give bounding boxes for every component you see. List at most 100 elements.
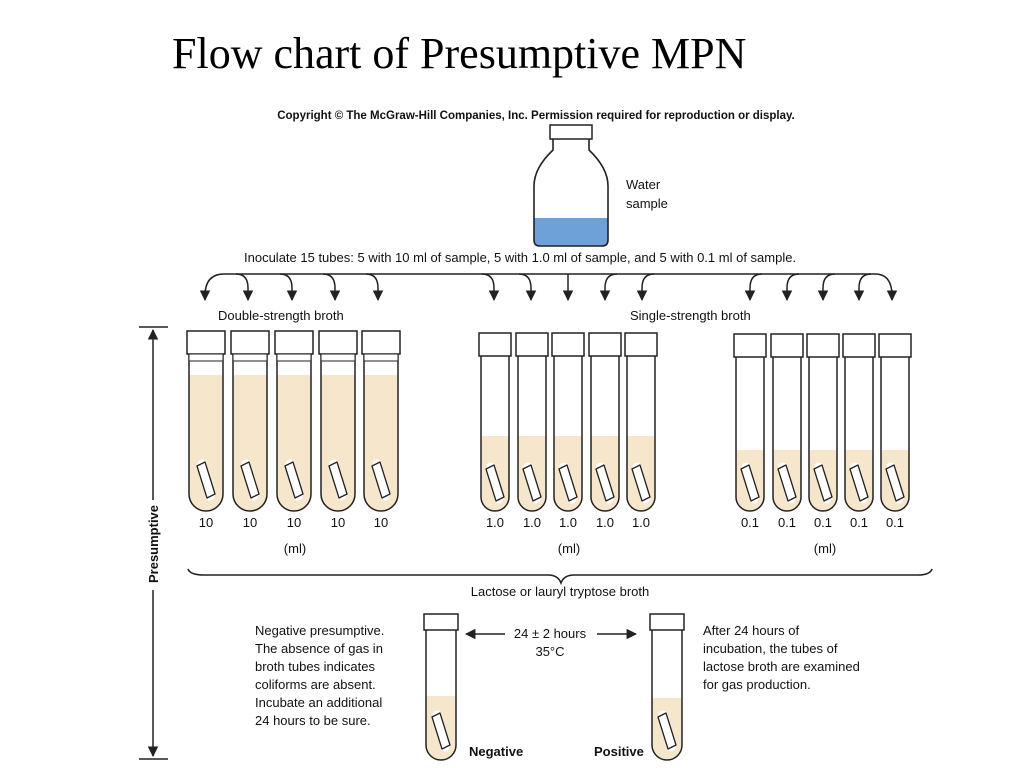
inoculation-arrow bbox=[481, 273, 500, 302]
tube-band bbox=[363, 353, 399, 362]
inoculation-arrow bbox=[636, 273, 655, 302]
tube-band bbox=[276, 353, 312, 362]
inoculate-instruction: Inoculate 15 tubes: 5 with 10 ml of samp… bbox=[244, 250, 796, 265]
durham-tube bbox=[485, 464, 505, 502]
broth-tube bbox=[551, 332, 585, 512]
double-strength-broth-label: Double-strength broth bbox=[218, 308, 344, 323]
inoculation-arrow bbox=[817, 273, 836, 302]
positive-text-line-3: lactose broth are examined bbox=[703, 659, 860, 674]
tube-outline bbox=[590, 356, 620, 512]
broth-tube bbox=[318, 330, 358, 512]
tube-cap bbox=[878, 333, 912, 358]
tube-cap bbox=[588, 332, 622, 357]
positive-result-tube bbox=[649, 613, 685, 761]
incubation-temperature: 35°C bbox=[535, 644, 564, 659]
positive-result-label: Positive bbox=[594, 744, 644, 759]
tube-outline bbox=[844, 357, 874, 512]
durham-tube bbox=[522, 464, 542, 502]
tube-cap bbox=[274, 330, 314, 355]
durham-tube bbox=[284, 461, 304, 499]
tube-band bbox=[232, 353, 268, 362]
broth-fill bbox=[277, 375, 311, 511]
durham-tube bbox=[431, 712, 451, 750]
volume-label: 0.1 bbox=[886, 515, 904, 530]
positive-text-line-1: After 24 hours of bbox=[703, 623, 799, 638]
volume-label: 1.0 bbox=[559, 515, 577, 530]
volume-label: 10 bbox=[374, 515, 388, 530]
incubation-time: 24 ± 2 hours bbox=[514, 626, 587, 641]
volume-label: 10 bbox=[287, 515, 301, 530]
water-sample-label-line-1: Water bbox=[626, 177, 661, 192]
broth-tube bbox=[624, 332, 658, 512]
distribution-line bbox=[204, 273, 893, 297]
inoculation-arrow bbox=[518, 273, 537, 302]
broth-tube bbox=[806, 333, 840, 512]
inoculation-arrow bbox=[365, 273, 384, 302]
inoculation-arrow bbox=[322, 273, 341, 302]
durham-tube bbox=[595, 464, 615, 502]
inoculation-arrow bbox=[235, 273, 254, 302]
broth-fill bbox=[233, 375, 267, 511]
slide-title: Flow chart of Presumptive MPN bbox=[172, 29, 747, 78]
tube-outline bbox=[232, 354, 268, 512]
negative-text-line-5: Incubate an additional bbox=[255, 695, 382, 710]
presumptive-bracket bbox=[139, 326, 168, 760]
water-sample-bottle bbox=[533, 124, 609, 247]
broth-tube bbox=[878, 333, 912, 512]
durham-tube bbox=[657, 712, 677, 750]
inoculation-arrow bbox=[853, 273, 872, 302]
tube-cap bbox=[806, 333, 840, 358]
copyright-notice: Copyright © The McGraw-Hill Companies, I… bbox=[277, 110, 795, 122]
tube-outline bbox=[735, 357, 765, 512]
negative-result-tube bbox=[423, 613, 459, 761]
volume-label: 1.0 bbox=[596, 515, 614, 530]
tube-outline bbox=[320, 354, 356, 512]
broth-tube bbox=[842, 333, 876, 512]
negative-result-label: Negative bbox=[469, 744, 523, 759]
presumptive-side-label: Presumptive bbox=[146, 505, 161, 583]
tube-outline bbox=[517, 356, 547, 512]
volume-label: 10 bbox=[243, 515, 257, 530]
tube-outline bbox=[553, 356, 583, 512]
broth-tube bbox=[733, 333, 767, 512]
tube-outline bbox=[276, 354, 312, 512]
tube-outline bbox=[772, 357, 802, 512]
broth-tube bbox=[515, 332, 549, 512]
tube-outline bbox=[651, 630, 683, 761]
positive-text-line-4: for gas production. bbox=[703, 677, 811, 692]
volume-label: 10 bbox=[331, 515, 345, 530]
bottle-water bbox=[534, 218, 608, 246]
inoculation-arrow bbox=[599, 273, 618, 302]
tube-cap bbox=[551, 332, 585, 357]
single-strength-broth-label: Single-strength broth bbox=[630, 308, 751, 323]
tube-outline bbox=[425, 630, 457, 761]
tube-outline bbox=[880, 357, 910, 512]
bottle-outline bbox=[533, 139, 609, 247]
tube-cap bbox=[649, 613, 685, 631]
tube-cap bbox=[515, 332, 549, 357]
tube-cap bbox=[624, 332, 658, 357]
positive-text-line-2: incubation, the tubes of bbox=[703, 641, 838, 656]
unit-label: (ml) bbox=[284, 541, 306, 556]
tube-cap bbox=[770, 333, 804, 358]
volume-label: 1.0 bbox=[523, 515, 541, 530]
negative-text-line-6: 24 hours to be sure. bbox=[255, 713, 371, 728]
durham-tube bbox=[777, 464, 797, 502]
durham-tube bbox=[740, 464, 760, 502]
lactose-broth-brace bbox=[187, 568, 933, 586]
broth-tube bbox=[770, 333, 804, 512]
volume-label: 0.1 bbox=[814, 515, 832, 530]
broth-tube bbox=[230, 330, 270, 512]
tube-outline bbox=[626, 356, 656, 512]
broth-fill bbox=[189, 375, 223, 511]
broth-tube bbox=[588, 332, 622, 512]
tube-cap bbox=[318, 330, 358, 355]
volume-label: 10 bbox=[199, 515, 213, 530]
unit-label: (ml) bbox=[558, 541, 580, 556]
tube-band bbox=[320, 353, 356, 362]
tube-cap bbox=[423, 613, 459, 631]
durham-tube bbox=[885, 464, 905, 502]
negative-text-line-2: The absence of gas in bbox=[255, 641, 383, 656]
